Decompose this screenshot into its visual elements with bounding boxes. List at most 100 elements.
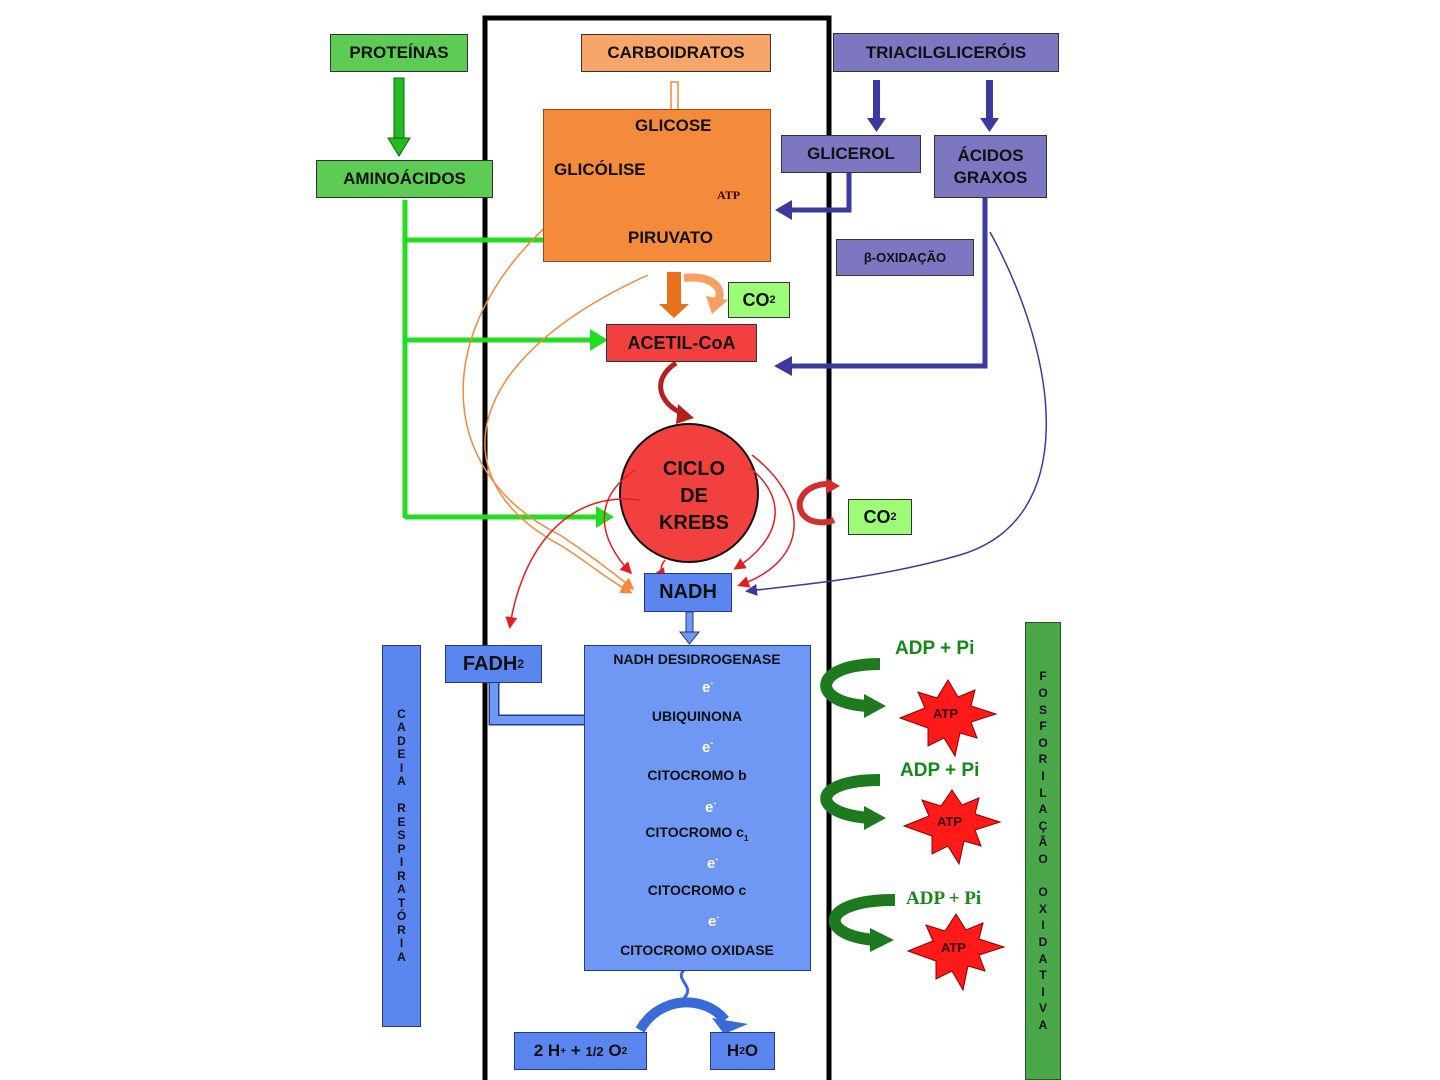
vertical-letter: I [1041, 769, 1045, 784]
central-frame [482, 15, 832, 1080]
half-text: 1/2 [585, 1043, 604, 1059]
atp-star-3 [906, 913, 1006, 992]
graxos-label: GRAXOS [953, 167, 1028, 187]
h-sup: + [560, 1045, 567, 1057]
vertical-letter: A [397, 774, 406, 789]
citocromo-c1-text: CITOCROMO c [645, 824, 744, 840]
vertical-letter: O [1038, 735, 1048, 750]
vertical-letter: T [397, 895, 406, 910]
vertical-letter: I [399, 936, 404, 951]
fadh2-sub: 2 [517, 657, 525, 671]
adp-pi-label-1: ADP + Pi [895, 638, 975, 659]
co2-top-text: CO [742, 289, 770, 310]
arrow-triacil-glicerol [867, 80, 886, 132]
citocromo-oxidase-label: CITOCROMO OXIDASE [620, 942, 774, 958]
arrow-glicerol-glicolise [775, 172, 852, 220]
vertical-letter: T [1039, 968, 1047, 983]
krebs-circle [619, 423, 759, 563]
arrow-acidos-acetil [774, 198, 988, 376]
glicose-label: GLICOSE [635, 116, 712, 135]
vertical-letter: C [397, 706, 406, 721]
arrow-products-squiggle [679, 968, 690, 1000]
vertical-letter: A [397, 949, 406, 964]
fadh2-text: FADH [462, 652, 518, 675]
vertical-letter: D [397, 733, 406, 748]
arrow-chain-products [635, 997, 729, 1033]
vertical-letter: X [1038, 901, 1047, 916]
vertical-letter: R [397, 922, 406, 937]
o2-sub: 2 [621, 1045, 628, 1057]
electron-label-3: e- [705, 798, 717, 816]
vertical-letter: R [1038, 752, 1048, 767]
proteinas-box: PROTEÍNAS [330, 34, 468, 72]
co2-top-sub: 2 [769, 294, 776, 306]
adp-pi-label-2: ADP + Pi [900, 760, 980, 781]
acidos-graxos-box: ÁCIDOS GRAXOS [934, 135, 1047, 198]
carboidratos-box: CARBOIDRATOS [581, 34, 771, 72]
electron-label-1: e- [702, 678, 714, 696]
vertical-letter: A [1038, 802, 1048, 817]
piruvato-label: PIRUVATO [628, 228, 714, 247]
nadh-desidrogenase-label: NADH DESIDROGENASE [613, 651, 781, 667]
h2o-h: H [726, 1041, 740, 1060]
h2o-sub: 2 [739, 1045, 745, 1057]
vertical-letter: A [1038, 1017, 1048, 1032]
vertical-letter: Ã [1038, 835, 1048, 850]
h-text: 2 H [533, 1041, 561, 1060]
vertical-letter: P [397, 841, 406, 856]
vertical-letter: Ó [396, 909, 407, 924]
vertical-letter: R [397, 868, 406, 883]
electron-label-5: e- [708, 912, 720, 930]
acidos-label: ÁCIDOS [957, 145, 1024, 165]
vertical-letter: I [1041, 984, 1045, 999]
plus-text: + [566, 1041, 586, 1060]
vertical-letter: S [397, 828, 406, 843]
atp-label-3: ATP [941, 940, 967, 955]
vertical-letter: A [1038, 951, 1048, 966]
citocromo-b-label: CITOCROMO b [647, 767, 747, 783]
krebs-line-3: KREBS [658, 512, 729, 534]
phosphorylation-arrowheads [864, 694, 894, 952]
vertical-letter: L [1039, 785, 1047, 800]
vertical-letter: A [397, 720, 406, 735]
vertical-letter: Ç [1038, 818, 1048, 833]
arrowhead-chain-products [712, 1018, 748, 1034]
vertical-letter: A [397, 882, 406, 897]
citocromo-c1-label: CITOCROMO c1 [584, 824, 810, 843]
arrow-acetil-krebs [658, 360, 685, 417]
arrow-nadh-chain [678, 611, 701, 645]
electron-chain-block [584, 645, 811, 971]
arrow-krebs-co2 [796, 480, 836, 526]
nadh-box: NADH [644, 573, 732, 612]
vertical-letter: F [1039, 669, 1047, 684]
vertical-letter: I [1041, 918, 1045, 933]
vertical-letter: D [1038, 934, 1048, 949]
glicolise-block [543, 109, 771, 262]
co2-krebs-sub: 2 [890, 511, 897, 523]
triacilglicerois-box: TRIACILGLICERÓIS [833, 33, 1059, 72]
arrowhead-acetil-krebs [676, 404, 694, 424]
beta-oxidacao-box: β-OXIDAÇÃO [836, 239, 974, 276]
glicolise-label: GLICÓLISE [554, 160, 646, 179]
arrowhead-to-acetil [590, 329, 608, 351]
vertical-letter: O [1038, 885, 1048, 900]
arrow-proteinas-aminoacidos [387, 77, 411, 157]
vertical-letter: V [1038, 1001, 1047, 1016]
atp-star-1 [898, 679, 998, 758]
arrow-triacil-acidos [980, 80, 999, 132]
o-text: O [603, 1041, 622, 1060]
vertical-letter: E [397, 814, 406, 829]
citocromo-c-label: CITOCROMO c [647, 882, 747, 898]
atp-star-2 [902, 789, 1002, 866]
vertical-letter [1041, 868, 1044, 885]
vertical-letter: I [399, 855, 404, 870]
vertical-letter: E [397, 747, 406, 762]
curve-acidos-nadh [745, 231, 1048, 596]
electron-label-2: e- [702, 738, 714, 756]
vertical-letter: O [1038, 852, 1048, 866]
vertical-letter [400, 789, 403, 803]
